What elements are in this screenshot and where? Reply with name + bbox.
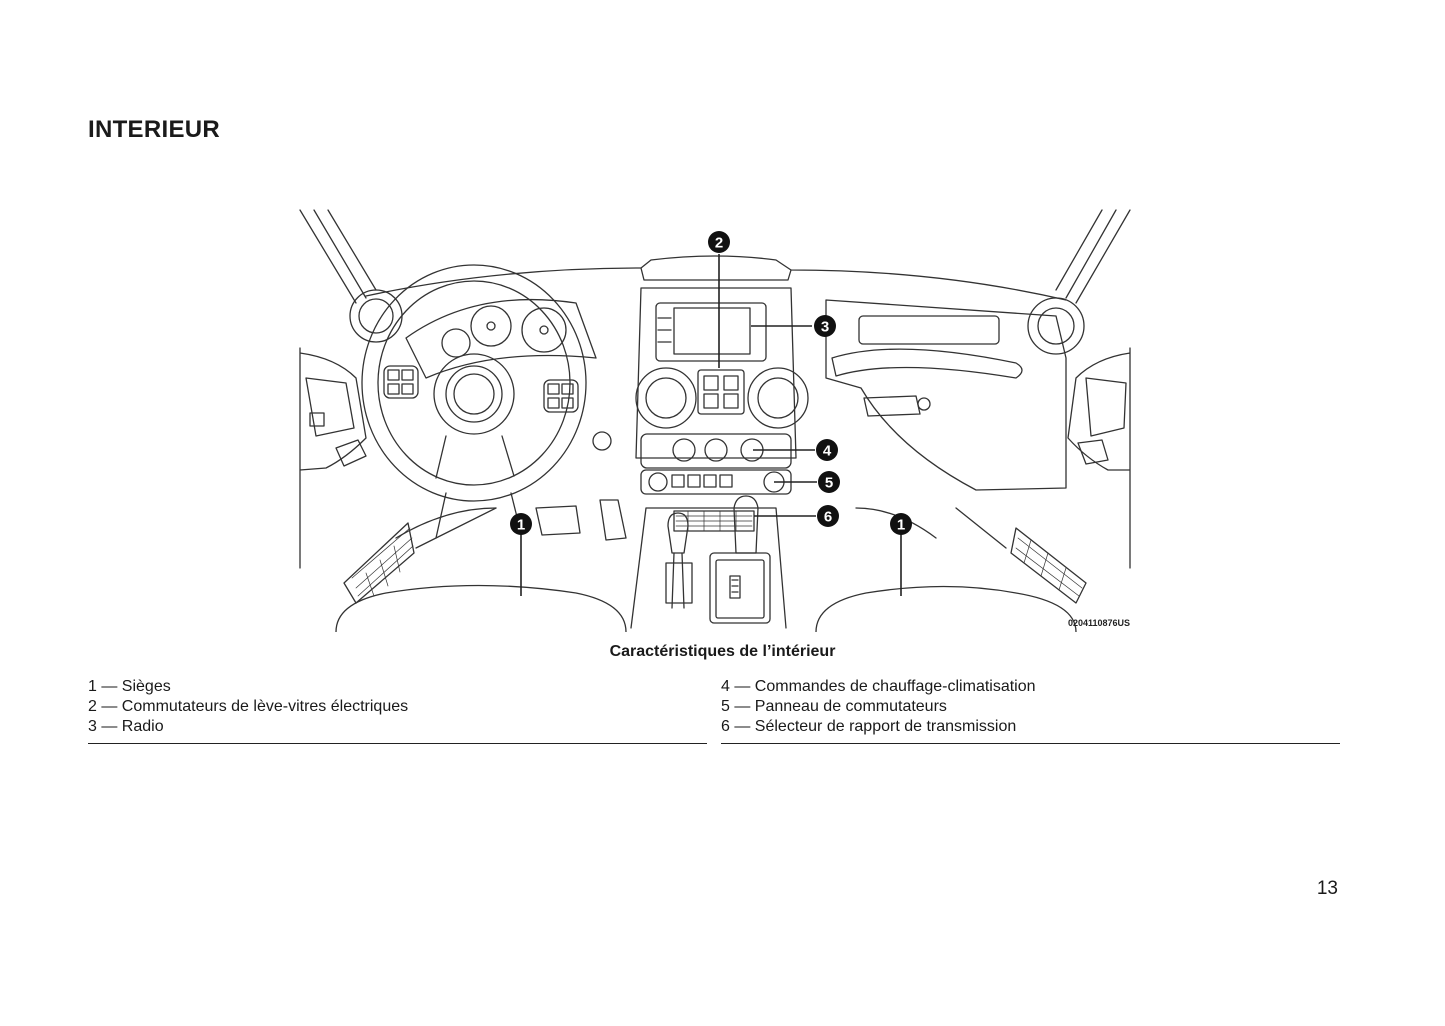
svg-text:5: 5 <box>825 475 833 492</box>
callout-6: 6 <box>817 505 839 527</box>
svg-text:4: 4 <box>823 443 832 460</box>
interior-illustration: 2 3 4 5 6 1 1 0204110876US <box>296 208 1134 632</box>
legend-left: 1 — Sièges 2 — Commutateurs de lève-vitr… <box>88 677 707 744</box>
divider <box>721 743 1340 744</box>
svg-text:1: 1 <box>517 517 525 534</box>
callout-4: 4 <box>816 439 838 461</box>
legend-item: 5 — Panneau de commutateurs <box>721 698 947 715</box>
legend-item: 4 — Commandes de chauffage-climatisation <box>721 678 1036 695</box>
page-title: INTERIEUR <box>88 116 221 143</box>
callout-1-right: 1 <box>890 513 912 535</box>
legend-item: 1 — Sièges <box>88 678 171 695</box>
callout-3: 3 <box>814 315 836 337</box>
svg-text:2: 2 <box>715 235 723 252</box>
legend-item: 2 — Commutateurs de lève-vitres électriq… <box>88 698 409 715</box>
legend-item: 6 — Sélecteur de rapport de transmission <box>721 718 1017 735</box>
legend-right: 4 — Commandes de chauffage-climatisation… <box>721 677 1340 744</box>
svg-text:3: 3 <box>821 319 829 336</box>
svg-text:1: 1 <box>897 517 905 534</box>
svg-text:6: 6 <box>824 509 832 526</box>
divider <box>88 743 707 744</box>
figure-code: 0204110876US <box>1068 618 1130 628</box>
page-number: 13 <box>1316 878 1338 899</box>
callout-5: 5 <box>818 471 840 493</box>
figure-caption: Caractéristiques de l’intérieur <box>609 643 836 660</box>
legend-item: 3 — Radio <box>88 718 164 735</box>
callout-2: 2 <box>708 231 730 253</box>
callout-1-left: 1 <box>510 513 532 535</box>
